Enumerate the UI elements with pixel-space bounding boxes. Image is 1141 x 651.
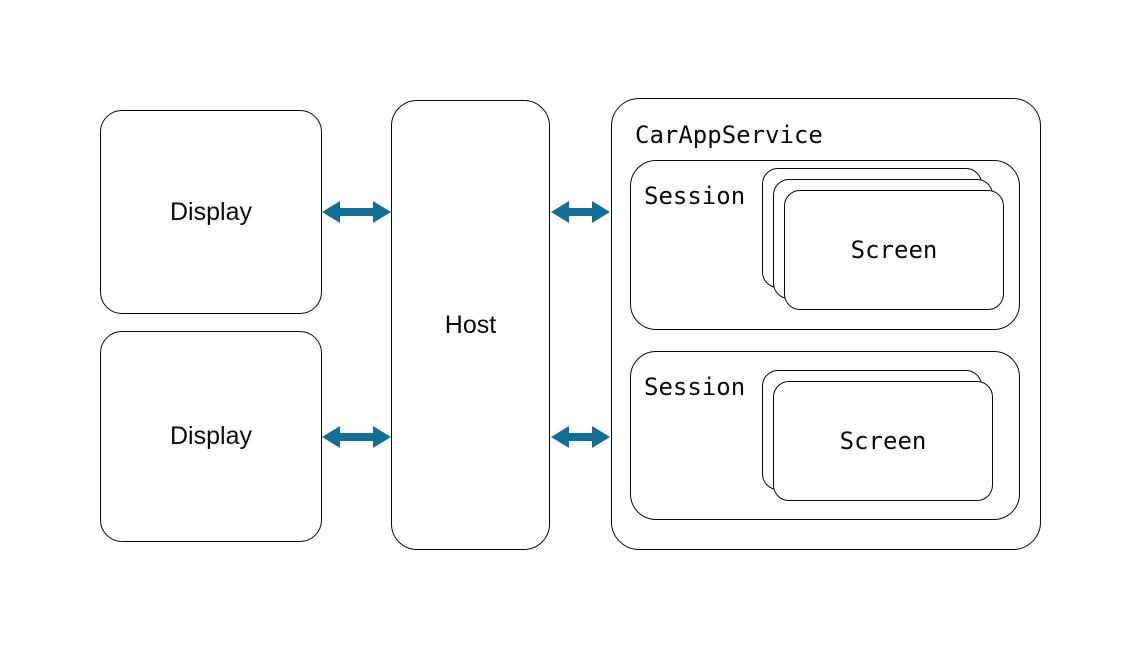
double-arrow-host-carappservice-top [551, 201, 610, 223]
display-box-1: Display [100, 110, 322, 314]
display-box-2: Display [100, 331, 322, 542]
host-box: Host [391, 100, 550, 550]
double-arrow-host-carappservice-bottom [551, 426, 610, 448]
display-label: Display [170, 422, 252, 450]
double-arrow-display2-host [322, 426, 391, 448]
screen-label: Screen [850, 236, 938, 264]
screen-card-front: Screen [784, 190, 1004, 310]
double-arrow-display1-host [322, 201, 391, 223]
screen-card-front: Screen [773, 381, 993, 501]
screen-label: Screen [839, 427, 927, 455]
session-label: Session [644, 182, 746, 210]
display-label: Display [170, 197, 252, 226]
car-app-service-label: CarAppService [635, 121, 823, 149]
host-label: Host [444, 310, 497, 339]
session-label: Session [644, 373, 746, 401]
